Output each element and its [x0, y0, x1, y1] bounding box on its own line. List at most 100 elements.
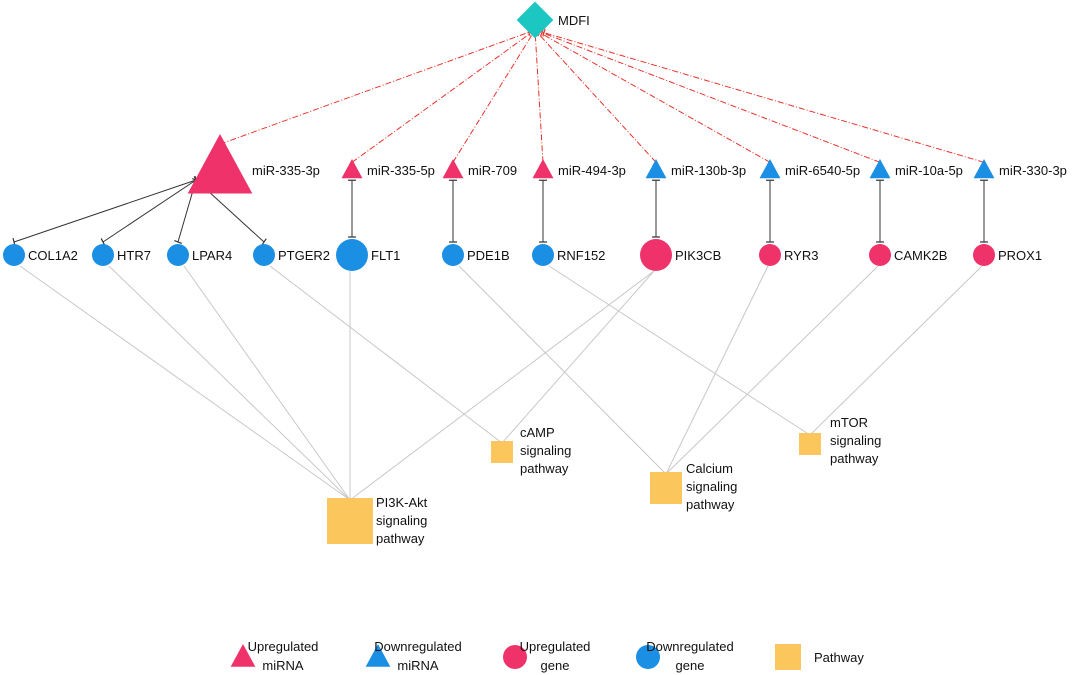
gene-label: PTGER2 — [278, 248, 330, 263]
legend-label: Upregulated — [248, 639, 319, 654]
mirna-label: miR-6540-5p — [785, 163, 860, 178]
network-nodes: MDFI miR-335-3p miR-335-5p miR-709 miR-494-3… — [3, 1, 1067, 546]
mirna-triangle-icon — [645, 159, 667, 179]
legend-label: Upregulated — [520, 639, 591, 654]
hub-edge-end-mir330_3p — [542, 28, 546, 37]
mirna-node-mir6540_5p[interactable]: miR-6540-5p — [759, 159, 861, 179]
edge-col1a2-pi3k — [19, 265, 351, 501]
pathway-label-line: PI3K-Akt — [376, 495, 428, 510]
legend-triangle-icon — [230, 644, 256, 667]
gene-node-pde1b[interactable]: PDE1B — [442, 244, 510, 266]
pathway-label-line: signaling — [376, 513, 427, 528]
mirna-node-mir709[interactable]: miR-709 — [442, 159, 518, 179]
mirna-triangle-icon — [759, 159, 781, 179]
gene-node-flt1[interactable]: FLT1 — [336, 239, 400, 271]
gene-label: PIK3CB — [675, 248, 721, 263]
pathway-label-line: cAMP — [520, 425, 555, 440]
edge-end-bottom-lpar4 — [174, 239, 182, 245]
mirna-gene-edges — [12, 175, 988, 247]
mirna-node-mir330_3p[interactable]: miR-330-3p — [973, 159, 1067, 179]
gene-node-htr7[interactable]: HTR7 — [92, 244, 151, 266]
hub-edge-mir10a_5p — [534, 29, 881, 163]
pathway-node-pi3k[interactable]: PI3K-Akt signaling pathway — [327, 495, 428, 546]
gene-node-pik3cb[interactable]: PIK3CB — [640, 239, 721, 271]
hub-edge-mir335_3p — [219, 29, 536, 145]
legend-square-icon — [775, 644, 801, 670]
edge-camk2b-calcium — [665, 265, 879, 475]
gene-node-lpar4[interactable]: LPAR4 — [167, 244, 232, 266]
gene-circle-icon — [253, 244, 275, 266]
mirna-label: miR-130b-3p — [671, 163, 746, 178]
pathway-square-icon — [327, 498, 373, 544]
gene-circle-icon — [869, 244, 891, 266]
gene-node-ryr3[interactable]: RYR3 — [759, 244, 818, 266]
pathway-label-line: signaling — [830, 433, 881, 448]
edge-prox1-mtor — [809, 265, 983, 436]
mirna-triangle-icon — [532, 159, 554, 179]
gene-node-prox1[interactable]: PROX1 — [973, 244, 1042, 266]
legend-item-up-mirna: Upregulated miRNA — [230, 639, 319, 673]
pathway-label-line: pathway — [830, 451, 879, 466]
gene-circle-icon — [167, 244, 189, 266]
mirna-node-mir335_5p[interactable]: miR-335-5p — [341, 159, 435, 179]
pathway-square-icon — [799, 433, 821, 455]
legend-label: Pathway — [814, 650, 864, 665]
mirna-node-mir10a_5p[interactable]: miR-10a-5p — [869, 159, 963, 179]
pathway-square-icon — [650, 472, 682, 504]
gene-circle-icon — [973, 244, 995, 266]
hub-edge-mir494_3p — [534, 29, 544, 163]
gene-node-camk2b[interactable]: CAMK2B — [869, 244, 947, 266]
edge-pik3cb-pi3k — [349, 270, 655, 501]
hub-edge-mir130b_3p — [534, 29, 657, 163]
legend-triangle-icon — [365, 644, 391, 667]
mirna-label: miR-335-3p — [252, 163, 320, 178]
mirna-triangle-icon — [442, 159, 464, 179]
mirna-label: miR-10a-5p — [895, 163, 963, 178]
legend: UpregulatedmiRNADownregulatedmiRNAUpregu… — [230, 639, 864, 673]
gene-node-ptger2[interactable]: PTGER2 — [253, 244, 330, 266]
pathway-label-line: pathway — [686, 497, 735, 512]
hub-mirna-edges — [219, 28, 985, 163]
mirna-label: miR-330-3p — [999, 163, 1067, 178]
pathway-label-line: Calcium — [686, 461, 733, 476]
mirna-node-mir494_3p[interactable]: miR-494-3p — [532, 159, 626, 179]
edge-htr7-pi3k — [108, 265, 351, 501]
legend-label: miRNA — [262, 658, 303, 673]
gene-node-col1a2[interactable]: COL1A2 — [3, 244, 78, 266]
edge-lpar4-pi3k — [183, 265, 351, 501]
pathway-label-line: pathway — [376, 531, 425, 546]
gene-pathway-edges — [19, 265, 983, 501]
legend-label: miRNA — [397, 658, 438, 673]
edge-ryr3-calcium — [665, 265, 769, 475]
gene-label: RYR3 — [784, 248, 818, 263]
hub-node-mdfi[interactable]: MDFI — [516, 1, 590, 39]
edge-pik3cb-camp — [501, 270, 655, 444]
legend-label: gene — [676, 658, 705, 673]
hub-label: MDFI — [558, 13, 590, 28]
gene-circle-icon — [759, 244, 781, 266]
gene-circle-icon — [442, 244, 464, 266]
pathway-label-line: signaling — [520, 443, 571, 458]
mirna-node-mir335_3p[interactable]: miR-335-3p — [187, 134, 320, 194]
mirna-label: miR-335-5p — [367, 163, 435, 178]
edge-mir335_3p-htr7 — [102, 179, 197, 243]
pathway-square-icon — [491, 441, 513, 463]
gene-circle-icon — [3, 244, 25, 266]
gene-circle-icon — [92, 244, 114, 266]
hub-edge-mir335_5p — [351, 29, 536, 163]
mirna-triangle-icon — [869, 159, 891, 179]
gene-node-rnf152[interactable]: RNF152 — [532, 244, 605, 266]
legend-circle-icon — [503, 645, 527, 669]
mirna-node-mir130b_3p[interactable]: miR-130b-3p — [645, 159, 747, 179]
gene-circle-icon — [532, 244, 554, 266]
mirna-triangle-icon — [341, 159, 363, 179]
gene-label: COL1A2 — [28, 248, 78, 263]
gene-label: CAMK2B — [894, 248, 947, 263]
